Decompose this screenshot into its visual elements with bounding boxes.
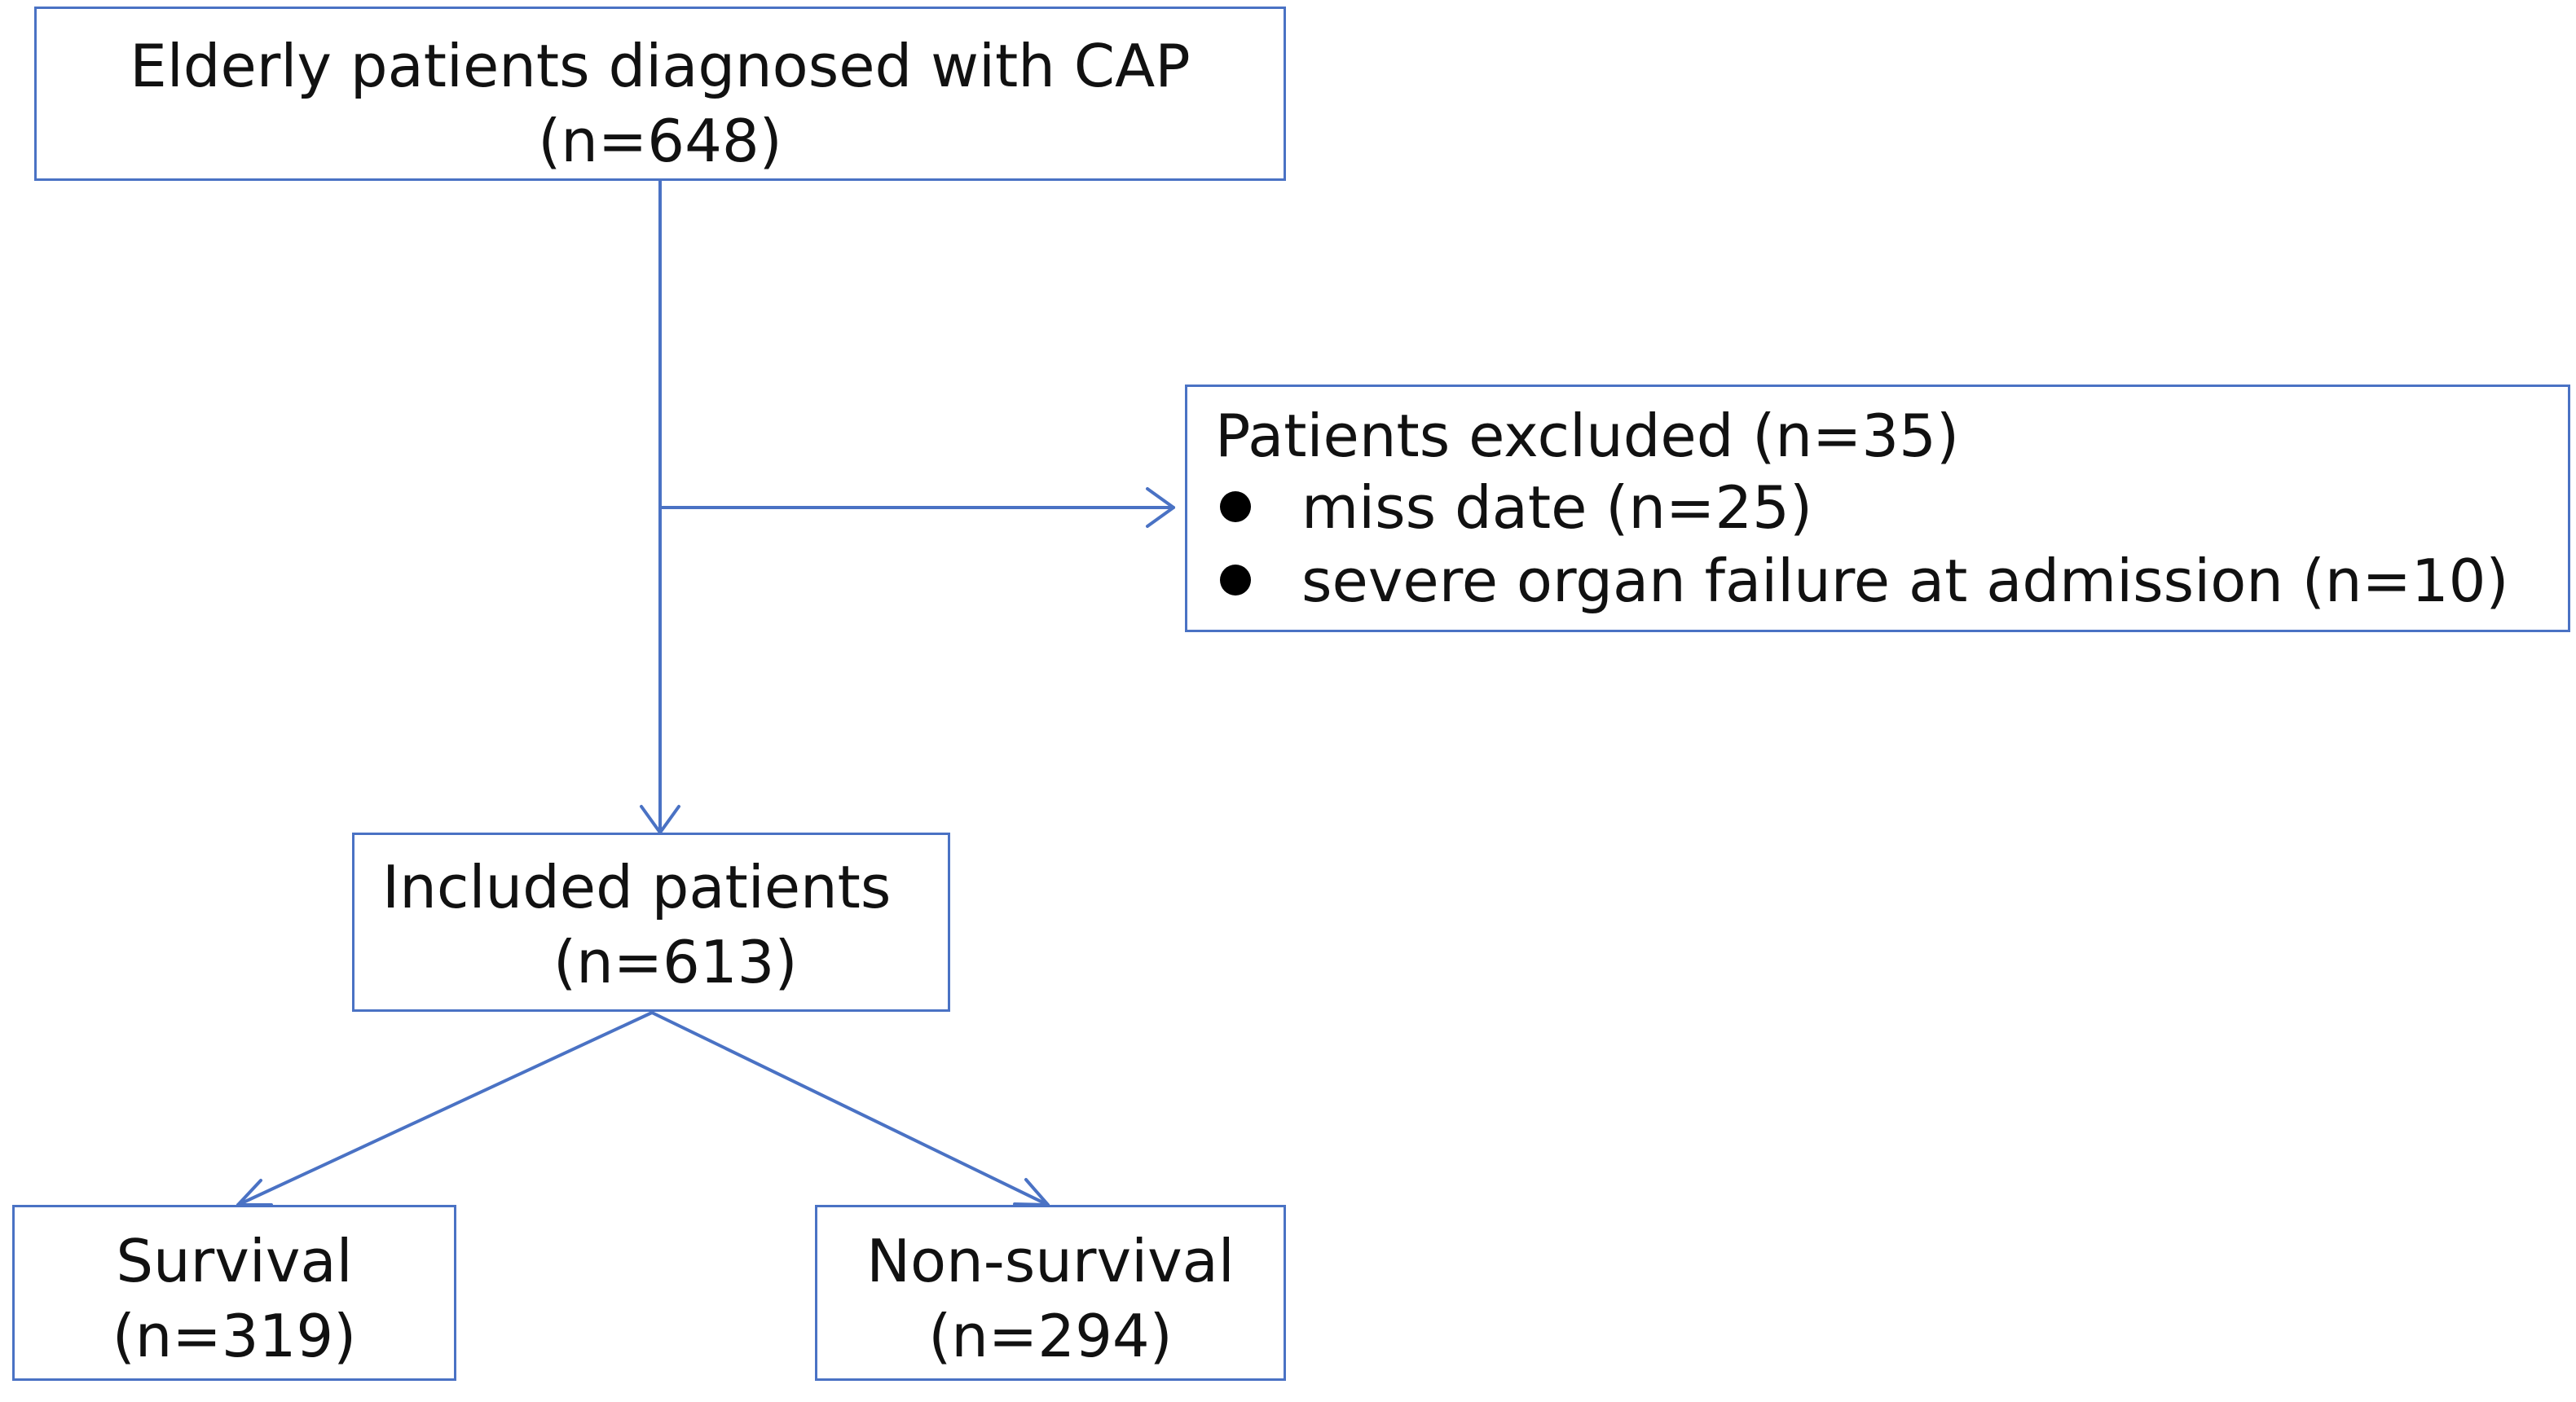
non-survival-box: Non-survival (n=294) [815,1205,1286,1381]
excluded-patients-title: Patients excluded (n=35) [1215,402,1960,470]
included-patients-count: (n=613) [553,928,798,996]
initial-cohort-box: Elderly patients diagnosed with CAP (n=6… [34,7,1286,181]
initial-cohort-count: (n=648) [538,107,782,175]
connector-included-to-non-survival [650,1011,1050,1206]
non-survival-count: (n=294) [928,1302,1173,1370]
excluded-reason-missing-data: miss date (n=25) [1301,473,1813,542]
bullet-dot [1220,491,1251,522]
bullet-dot [1220,565,1251,596]
connector-included-to-survival [236,1011,654,1206]
initial-cohort-label: Elderly patients diagnosed with CAP [130,32,1191,100]
non-survival-label: Non-survival [866,1227,1235,1295]
survival-count: (n=319) [112,1302,357,1370]
included-patients-label: Included patients [382,853,892,921]
excluded-reason-organ-failure: severe organ failure at admission (n=10) [1301,547,2509,615]
survival-label: Survival [116,1227,353,1295]
included-patients-box: Included patients (n=613) [352,833,950,1012]
arrowhead-excluded [1146,487,1175,528]
survival-box: Survival (n=319) [12,1205,456,1381]
excluded-patients-box: Patients excluded (n=35) miss date (n=25… [1185,385,2570,632]
